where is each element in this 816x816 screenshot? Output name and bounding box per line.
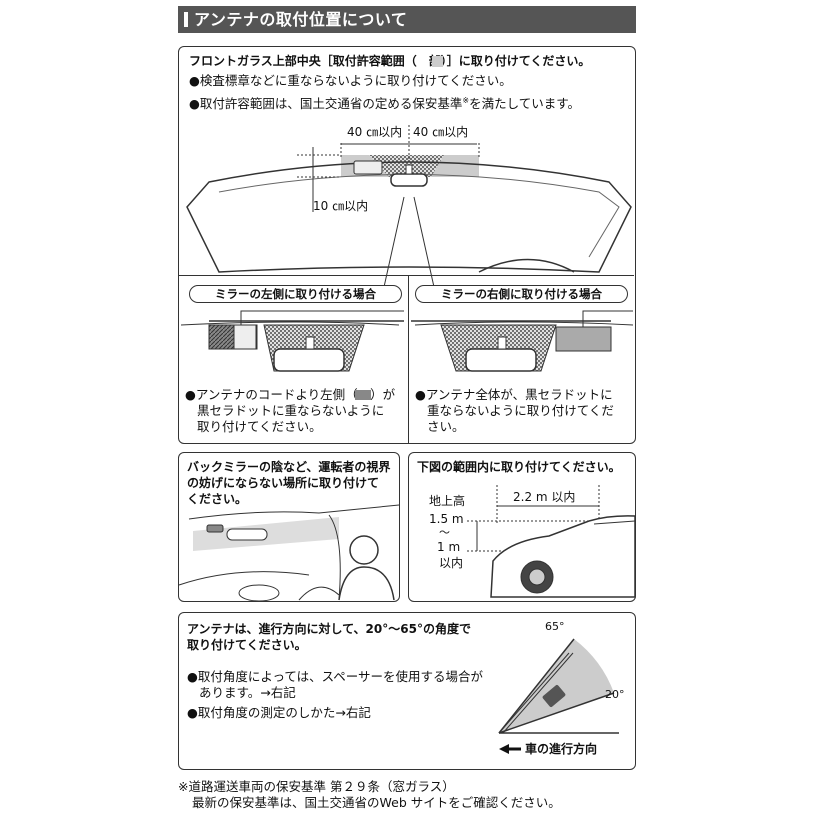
height-label-1: 地上高 [429,494,466,508]
footnote-line-2: 最新の保安基準は、国土交通省のWeb サイトをご確認ください。 [192,795,561,810]
driver-view-antenna [206,524,224,533]
angle-diagram [498,638,619,754]
height-label-4: 1 m [437,540,461,554]
left-case-text-1-content: ●アンテナのコードより左側（ ）が [185,387,396,402]
bullet-safety-standard-end: を満たしています。 [469,96,581,112]
angle-low-label: 20° [605,688,625,701]
right-mirror-mount [497,336,507,350]
antenna-unit [353,160,383,175]
a-pillar [328,514,341,601]
left-glass-edge [180,321,400,326]
glass-line-1 [498,652,570,734]
left-case-text-2: 黒セラドットに重ならないように [197,403,385,418]
car-wheel-hub [528,568,546,586]
steering-wheel [478,258,575,273]
windshield-outline [186,161,632,273]
angle-high-label: 65° [545,620,565,633]
windshield-heading: フロントガラス上部中央［取付許容範囲（ 部）］に取り付けてください。 [189,54,591,68]
mirror-shadow-section: バックミラーの陰など、運転者の視界 の妨げにならない場所に取り付けて ください。 [178,452,400,602]
left-hatch-swatch [355,390,371,400]
page-title: アンテナの取付位置について [194,10,408,29]
angle-heading-1: アンテナは、進行方向に対して、20°〜65°の角度で [187,622,471,636]
bullet-safety-standard: ●取付許容範囲は、国土交通省の定める保安基準※を満たしています。 [189,93,580,112]
bullet-safety-standard-text: ●取付許容範囲は、国土交通省の定める保安基準 [189,96,463,112]
height-range-diagram [467,485,636,598]
height-label-2: 1.5 m [429,512,464,526]
allowed-area-swatch [432,56,443,67]
height-range-heading: 下図の範囲内に取り付けてください。 [417,460,621,474]
left-case-text-1: ●アンテナのコードより左側（ ）が [185,387,395,403]
dashboard [178,571,310,586]
section-divider [179,275,634,276]
mirror-shadow-line-2: の妨げにならない場所に取り付けて [187,476,380,490]
left-mirror-mount [305,336,315,350]
header-bullet [184,12,188,27]
callout-right [413,196,435,288]
left-mirror [273,348,345,372]
angle-high-line [498,638,575,734]
angled-antenna [542,685,566,707]
left-antenna-cord [240,310,404,325]
right-case-diagram [411,310,634,372]
spacer-note-2: あります。→右記 [199,685,296,700]
dim-right-label: 40 ㎝以内 [413,125,469,139]
right-antenna-cord [582,310,633,327]
height-label-3: 〜 [439,526,450,539]
section-header: アンテナの取付位置について [178,6,636,33]
glass-line-2 [502,652,574,734]
angle-low-line [498,692,615,734]
vent [238,584,280,602]
right-case-label: ミラーの右側に取り付ける場合 [415,285,628,303]
mirror-shadow-line-3: ください。 [187,492,248,506]
case-divider [408,275,409,443]
right-case-text-1: ●アンテナ全体が、黒セラドットに [415,387,613,402]
dim-horizontal-label: 2.2 m 以内 [513,490,576,504]
windshield-section: フロントガラス上部中央［取付許容範囲（ 部）］に取り付けてください。 ●検査標章… [178,46,636,444]
dim-vertical-label: 10 ㎝以内 [313,199,369,213]
dim-left-label: 40 ㎝以内 [347,125,403,139]
windshield-inner-line [218,174,620,258]
rearview-mirror [390,173,428,187]
right-glass-edge [414,321,634,326]
bullet-inspection-sticker: ●検査標章などに重ならないように取り付けてください。 [189,73,512,88]
driver-view-steering-wheel [298,586,340,601]
footnote-line-1: ※道路運送車両の保安基準 第２９条（窓ガラス） [178,779,455,794]
height-label-5: 以内 [439,556,464,570]
driver-view-diagram [178,504,400,602]
direction-arrow-icon [499,744,509,754]
measure-note: ●取付角度の測定のしかた→右記 [187,705,371,720]
mirror-shadow-line-1: バックミラーの陰など、運転者の視界 [187,460,391,474]
right-mirror [465,348,537,372]
spacer-note-1: ●取付角度によっては、スペーサーを使用する場合が [187,669,484,684]
right-case-text-3: さい。 [427,419,465,434]
car-window-line [593,520,636,525]
driver-body [338,566,395,601]
left-case-diagram [180,310,404,372]
driver-view-mirror [226,528,268,541]
roof-line [188,504,400,520]
car-body [490,515,636,598]
right-antenna [555,326,612,352]
callout-left [383,196,405,288]
left-antenna-body [233,324,257,350]
height-range-section: 下図の範囲内に取り付けてください。 2.2 m 以内 地上高 1.5 m 〜 1… [408,452,636,602]
right-case-text-2: 重ならないように取り付けてくだ [427,403,614,418]
angle-heading-2: 取り付けてください。 [187,638,307,652]
mirror-mount [405,164,413,175]
windshield-diagram [186,125,632,288]
angle-section: アンテナは、進行方向に対して、20°〜65°の角度で 取り付けてください。 ●取… [178,612,636,770]
footnote-mark: ※ [462,96,470,105]
left-case-label: ミラーの左側に取り付ける場合 [189,285,402,303]
left-case-text-3: 取り付けてください。 [197,419,322,434]
driver-head [349,535,379,565]
direction-label: 車の進行方向 [525,742,598,756]
